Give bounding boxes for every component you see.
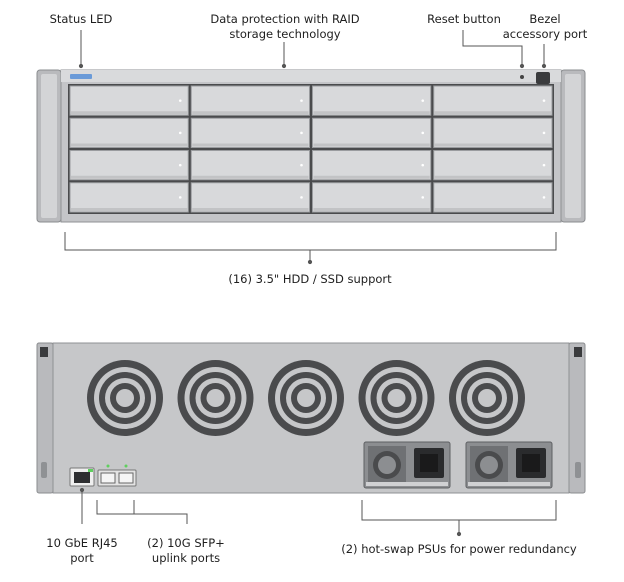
rear-callout-lines — [79, 487, 557, 537]
drive-bay — [433, 117, 553, 148]
fan — [87, 360, 163, 436]
rear-right-rack-ear — [568, 342, 586, 494]
rj45-label-line1: 10 GbE RJ45 — [46, 536, 118, 550]
drive-bay — [69, 182, 189, 213]
drive-bay — [69, 85, 189, 116]
drive-bay — [433, 150, 553, 181]
drive-bay — [69, 150, 189, 181]
drive-bay — [190, 117, 310, 148]
fan — [449, 360, 525, 436]
bezel-label-line1: Bezel — [529, 12, 561, 26]
fan — [268, 360, 344, 436]
reset-button-label: Reset button — [427, 12, 501, 26]
psu-module — [363, 441, 451, 489]
bezel-port — [536, 72, 550, 84]
drive-bay — [312, 150, 432, 181]
rear-fans — [87, 360, 525, 436]
drive-bay — [190, 182, 310, 213]
sfp-label-line1: (2) 10G SFP+ — [147, 536, 225, 550]
reset-button — [520, 75, 524, 79]
status-led-label: Status LED — [49, 12, 113, 26]
psu-modules — [363, 441, 553, 489]
drive-bay — [190, 150, 310, 181]
sfp-label-line2: uplink ports — [151, 551, 221, 565]
drive-bay — [312, 117, 432, 148]
bay-caption: (16) 3.5" HDD / SSD support — [228, 272, 392, 286]
status-led — [70, 74, 92, 79]
rear-left-rack-ear — [36, 342, 54, 494]
psu-module — [465, 441, 553, 489]
drive-bay — [312, 85, 432, 116]
fan — [358, 360, 435, 436]
raid-label-line1: Data protection with RAID — [210, 12, 360, 26]
drive-bay — [433, 182, 553, 213]
drive-bays — [69, 85, 553, 213]
drive-bay — [312, 182, 432, 213]
raid-label-line2: storage technology — [229, 27, 341, 41]
front-top-strip — [61, 70, 561, 82]
sfp-ports — [97, 464, 137, 487]
drive-bay — [69, 117, 189, 148]
bezel-label-line2: accessory port — [502, 27, 588, 41]
rj45-label-line2: port — [70, 551, 94, 565]
front-right-rack-ear — [560, 69, 586, 223]
rj45-port — [69, 467, 95, 487]
psu-label: (2) hot-swap PSUs for power redundancy — [341, 542, 577, 556]
front-callout-lines — [64, 30, 557, 265]
front-left-rack-ear — [36, 69, 62, 223]
drive-bay — [433, 85, 553, 116]
drive-bay — [190, 85, 310, 116]
fan — [177, 360, 254, 436]
